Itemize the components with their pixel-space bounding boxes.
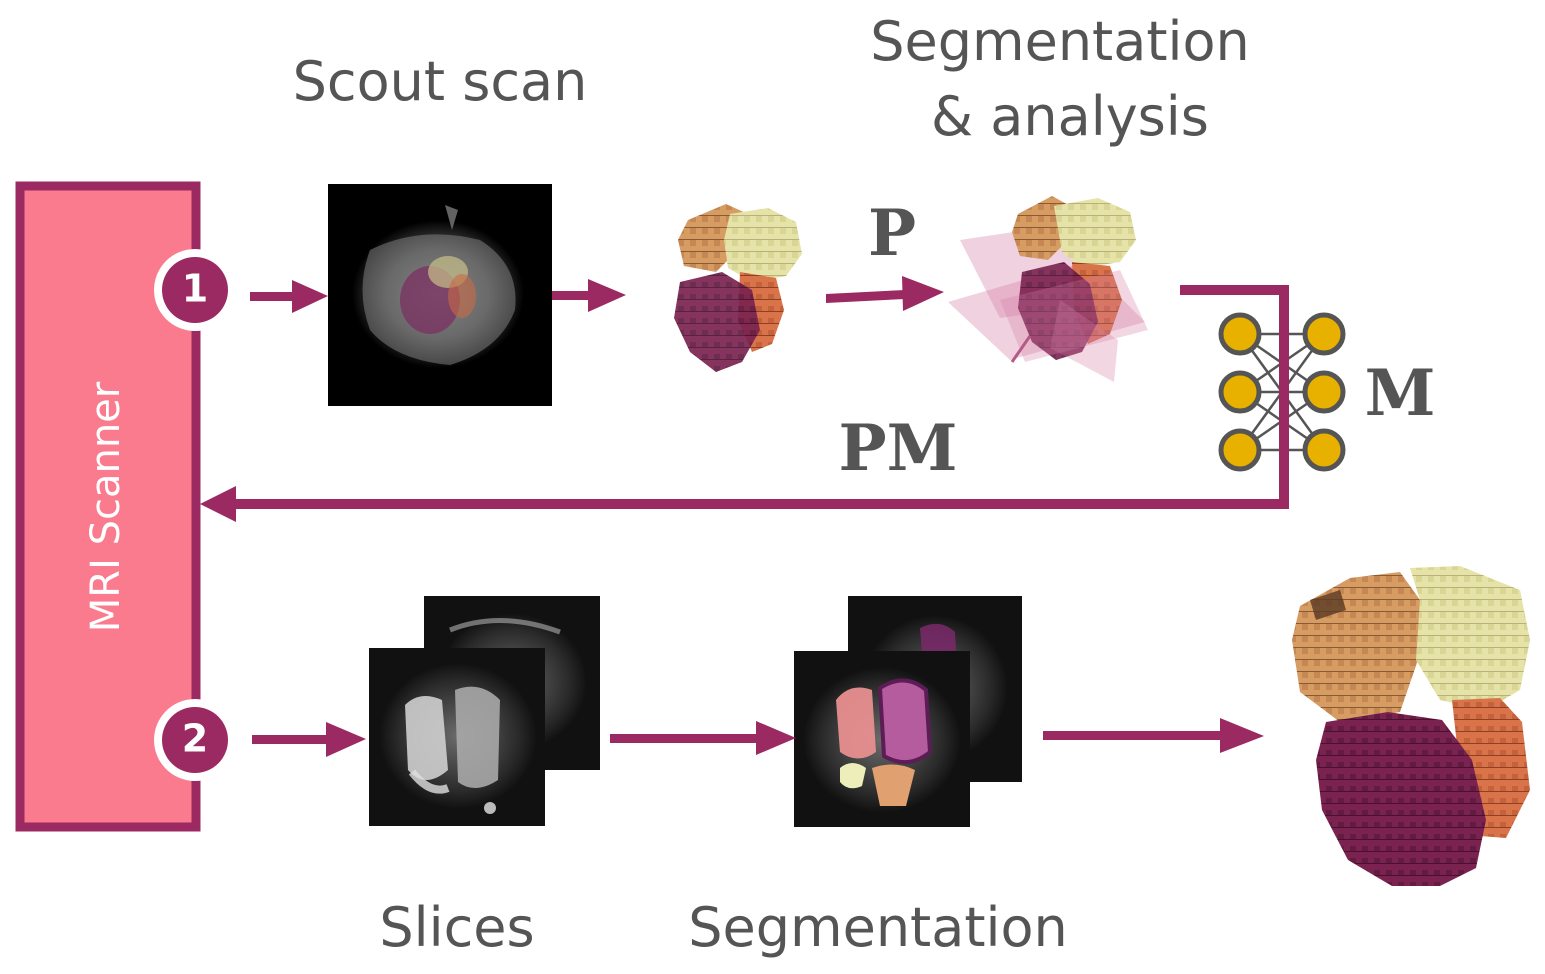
- arrow-slices-to-segmentation: [610, 721, 796, 755]
- scout-scan-label: Scout scan: [293, 50, 588, 113]
- step-number-2: 2: [182, 717, 208, 761]
- arrow-step2-to-slices: [252, 722, 366, 757]
- segmentation-label: Segmentation: [688, 896, 1068, 959]
- p-label: P: [868, 196, 916, 271]
- heart-3d-large: [1292, 566, 1530, 886]
- scout-scan-image: [328, 184, 552, 406]
- segmentation-analysis-label-line2: & analysis: [931, 85, 1209, 148]
- mri-scanner-label: MRI Scanner: [83, 381, 129, 632]
- slices-label: Slices: [379, 896, 534, 959]
- neural-network-icon: [1218, 312, 1346, 472]
- pm-label: PM: [839, 411, 958, 486]
- slices-image-stack: [369, 596, 600, 826]
- step-badge-1: 1: [154, 249, 236, 331]
- segmentation-image-stack: [794, 596, 1022, 827]
- segmentation-analysis-label-line1: Segmentation: [870, 10, 1250, 73]
- feedback-arrow: [200, 285, 1289, 522]
- heart-3d-with-planes: [948, 196, 1148, 382]
- step-number-1: 1: [182, 267, 208, 311]
- arrow-p: [826, 276, 944, 311]
- arrow-scout-to-heart: [552, 279, 626, 312]
- m-label: M: [1365, 356, 1436, 431]
- step-badge-2: 2: [154, 699, 236, 781]
- arrow-step1-to-scout: [250, 280, 328, 313]
- heart-3d-small: [674, 204, 802, 372]
- arrow-segmentation-to-heart: [1043, 718, 1264, 753]
